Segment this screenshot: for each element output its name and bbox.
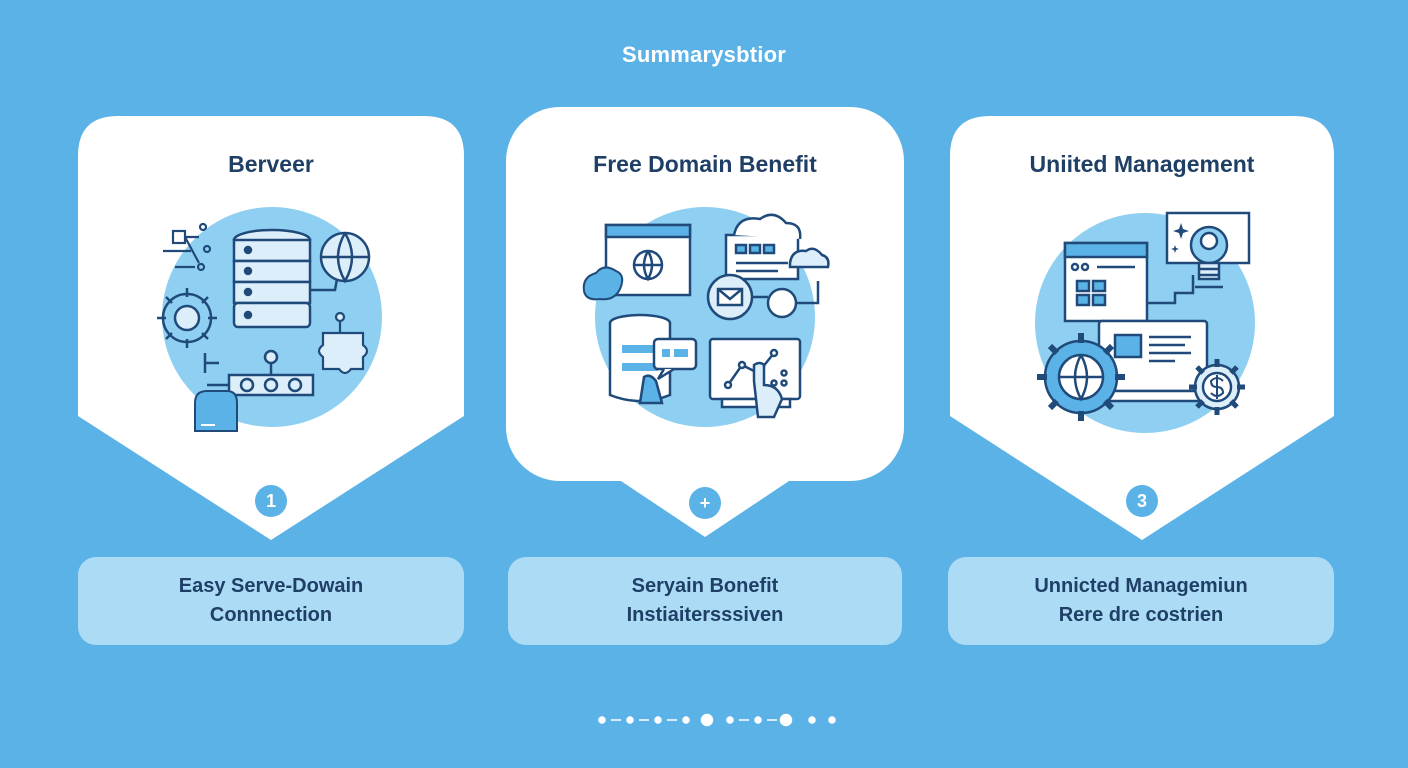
management-illustration [1035, 211, 1255, 433]
step-badge: 3 [1126, 485, 1158, 517]
gear-icon [157, 288, 217, 348]
caption-box: Seryain Bonefit Instiaitersssiven [508, 557, 902, 645]
dollar-gear-icon [1189, 359, 1245, 415]
cloud-shape-icon [582, 266, 624, 301]
caption-line: Rere dre costrien [1058, 604, 1224, 626]
pagination-dot[interactable] [828, 716, 836, 724]
caption-line: Instiaitersssiven [626, 604, 784, 626]
pagination-dot[interactable] [626, 716, 634, 724]
card-title: Free Domain Benefit [593, 151, 817, 177]
puzzle-icon [317, 311, 369, 375]
email-icon [706, 273, 820, 321]
pagination-dot[interactable] [808, 716, 816, 724]
browser-window-icon [1063, 241, 1195, 323]
network-icon [163, 222, 212, 272]
caption-box: Unnicted Managemiun Rere dre costrien [948, 557, 1334, 645]
pagination-dot[interactable] [726, 716, 734, 724]
hub-icon [203, 349, 315, 397]
database-icon [232, 228, 312, 329]
pagination-dot[interactable] [654, 716, 662, 724]
card-title: Berveer [228, 151, 314, 177]
lightbulb-icon [1165, 211, 1251, 289]
server-illustration [157, 207, 382, 432]
caption-line: Easy Serve-Dowain [178, 575, 364, 597]
pagination-dot[interactable] [598, 716, 606, 724]
pagination-dots [598, 713, 836, 727]
server-box-icon [194, 390, 238, 432]
globe-gear-icon [1037, 333, 1125, 421]
pagination-dot-active[interactable] [700, 713, 714, 727]
page-title: Summarysbtior [622, 42, 786, 67]
touch-screen-icon [708, 337, 802, 419]
step-badge: 1 [255, 485, 287, 517]
globe-icon [310, 231, 371, 292]
pagination-dot[interactable] [754, 716, 762, 724]
step-badge: + [689, 487, 721, 519]
cloud-icon [724, 213, 830, 281]
caption-line: Connnection [209, 604, 333, 626]
chat-icon [638, 337, 698, 405]
monitor-icon [1085, 319, 1221, 403]
pagination-dot[interactable] [682, 716, 690, 724]
domain-illustration [582, 207, 830, 427]
caption-line: Seryain Bonefit [631, 575, 779, 597]
caption-line: Unnicted Managemiun [1034, 575, 1248, 597]
pagination-dot-active[interactable] [779, 713, 793, 727]
card-title: Uniited Management [1029, 151, 1255, 177]
caption-box: Easy Serve-Dowain Connnection [78, 557, 464, 645]
